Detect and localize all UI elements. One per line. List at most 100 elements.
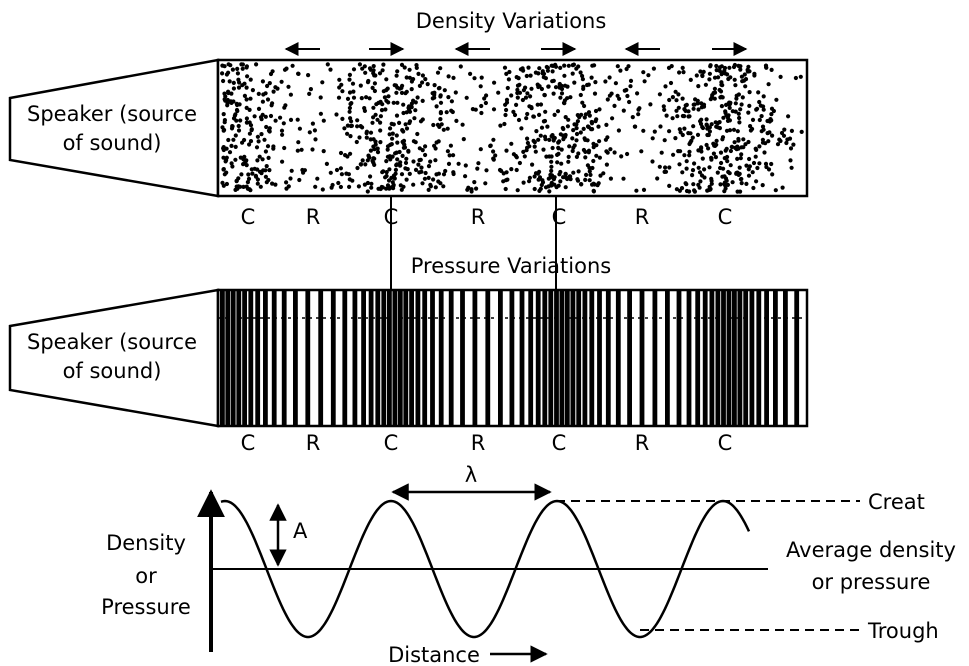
particle <box>516 117 522 123</box>
particle <box>535 102 540 107</box>
particle <box>722 181 727 187</box>
particle <box>771 108 777 114</box>
particle <box>260 99 265 104</box>
particle <box>576 64 581 69</box>
particle <box>280 132 285 137</box>
particle <box>436 86 441 91</box>
particle <box>604 162 610 167</box>
particle <box>404 156 409 161</box>
particle <box>393 83 399 88</box>
particle <box>509 141 514 146</box>
particle <box>555 160 560 165</box>
particle <box>507 69 512 75</box>
particle <box>684 188 690 194</box>
particle <box>687 149 692 154</box>
particle <box>256 91 261 96</box>
particle <box>296 140 301 145</box>
particle <box>376 186 381 191</box>
average-label-line2: or pressure <box>812 570 931 594</box>
particle <box>625 151 630 157</box>
particle <box>419 165 424 170</box>
pressure-stripe <box>220 290 225 426</box>
particle <box>717 68 722 73</box>
particle <box>484 93 489 98</box>
particle <box>401 140 406 145</box>
particle <box>454 118 459 123</box>
particle <box>684 159 689 164</box>
particle <box>320 80 325 85</box>
particle <box>574 122 579 127</box>
particle <box>612 150 617 155</box>
particle <box>556 140 561 145</box>
particle <box>583 137 588 142</box>
particle <box>715 170 720 175</box>
particle <box>385 144 391 149</box>
particle <box>728 75 733 80</box>
particle <box>788 158 793 163</box>
particle <box>538 102 544 107</box>
particle <box>531 114 537 119</box>
particle <box>288 117 294 122</box>
pressure-stripe <box>737 290 743 426</box>
pressure-stripe <box>415 290 421 426</box>
particle <box>738 177 744 182</box>
particle <box>586 110 592 115</box>
pressure-stripe <box>509 290 515 426</box>
particle <box>709 176 714 181</box>
particle <box>409 79 414 84</box>
particle <box>244 116 249 121</box>
particle <box>727 128 733 133</box>
particle <box>364 95 369 100</box>
particle <box>503 112 508 118</box>
particle <box>725 154 730 160</box>
particle <box>286 184 291 189</box>
particle <box>789 128 795 133</box>
particle <box>641 128 646 133</box>
particle <box>641 187 647 192</box>
particle <box>706 187 711 193</box>
zone-label-compression: C <box>552 205 567 229</box>
particle <box>255 181 260 186</box>
particle <box>381 62 386 67</box>
particle <box>709 122 714 127</box>
particle <box>504 71 509 76</box>
particle <box>528 94 533 99</box>
particle <box>334 112 339 117</box>
particle <box>458 64 463 69</box>
particle <box>415 95 420 100</box>
particle <box>696 84 701 89</box>
particle <box>634 188 639 193</box>
pressure-stripe <box>783 290 788 426</box>
particle <box>235 108 240 114</box>
particle <box>446 161 452 166</box>
particle <box>368 174 373 179</box>
particle <box>559 91 565 96</box>
particle <box>404 89 409 94</box>
particle <box>254 145 260 150</box>
particle <box>721 166 726 171</box>
particle <box>365 158 370 163</box>
particle <box>220 180 225 185</box>
particle <box>248 139 254 144</box>
particle <box>435 70 441 75</box>
particle <box>574 154 580 159</box>
particle <box>674 108 679 113</box>
particle <box>709 157 714 162</box>
particle <box>426 187 431 192</box>
particle <box>445 126 450 131</box>
wavelength-label: λ <box>465 463 477 487</box>
particle <box>557 172 562 177</box>
particle <box>233 157 238 162</box>
particle <box>401 110 406 116</box>
particle <box>391 122 396 127</box>
particle <box>766 82 771 87</box>
particle <box>372 81 377 86</box>
particle <box>692 189 698 194</box>
particle <box>688 131 693 136</box>
particle <box>391 100 396 105</box>
particle <box>267 168 272 173</box>
pressure-stripe <box>605 290 611 426</box>
particle <box>680 96 685 101</box>
particle <box>441 184 446 189</box>
particle <box>684 182 689 187</box>
